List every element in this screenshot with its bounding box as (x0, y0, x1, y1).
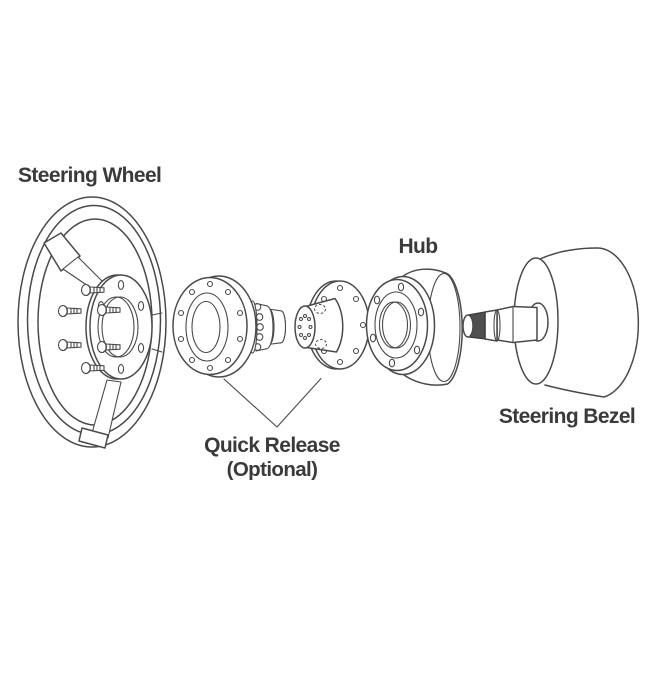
wheel-screw (96, 340, 121, 354)
wheel-screw (57, 304, 82, 318)
hub-label: Hub (398, 235, 437, 258)
wheel-screw (57, 338, 82, 352)
wheel-screw (96, 303, 121, 317)
wheel-screw (80, 361, 105, 375)
steering-shaft-drawing (462, 305, 538, 344)
wheel-screw (80, 283, 105, 297)
steering-wheel-label: Steering Wheel (18, 164, 161, 187)
steering-wheel-drawing (17, 196, 167, 449)
steering-bezel-label: Steering Bezel (499, 405, 635, 428)
quick-release-adapter-drawing (172, 275, 287, 378)
quick-release-label: Quick Release (204, 434, 340, 457)
hub-drawing (365, 268, 463, 386)
quick-release-pointer-lines (223, 377, 322, 428)
quick-release-plate-drawing (294, 280, 370, 370)
quick-release-qualifier-label: (Optional) (227, 458, 318, 481)
